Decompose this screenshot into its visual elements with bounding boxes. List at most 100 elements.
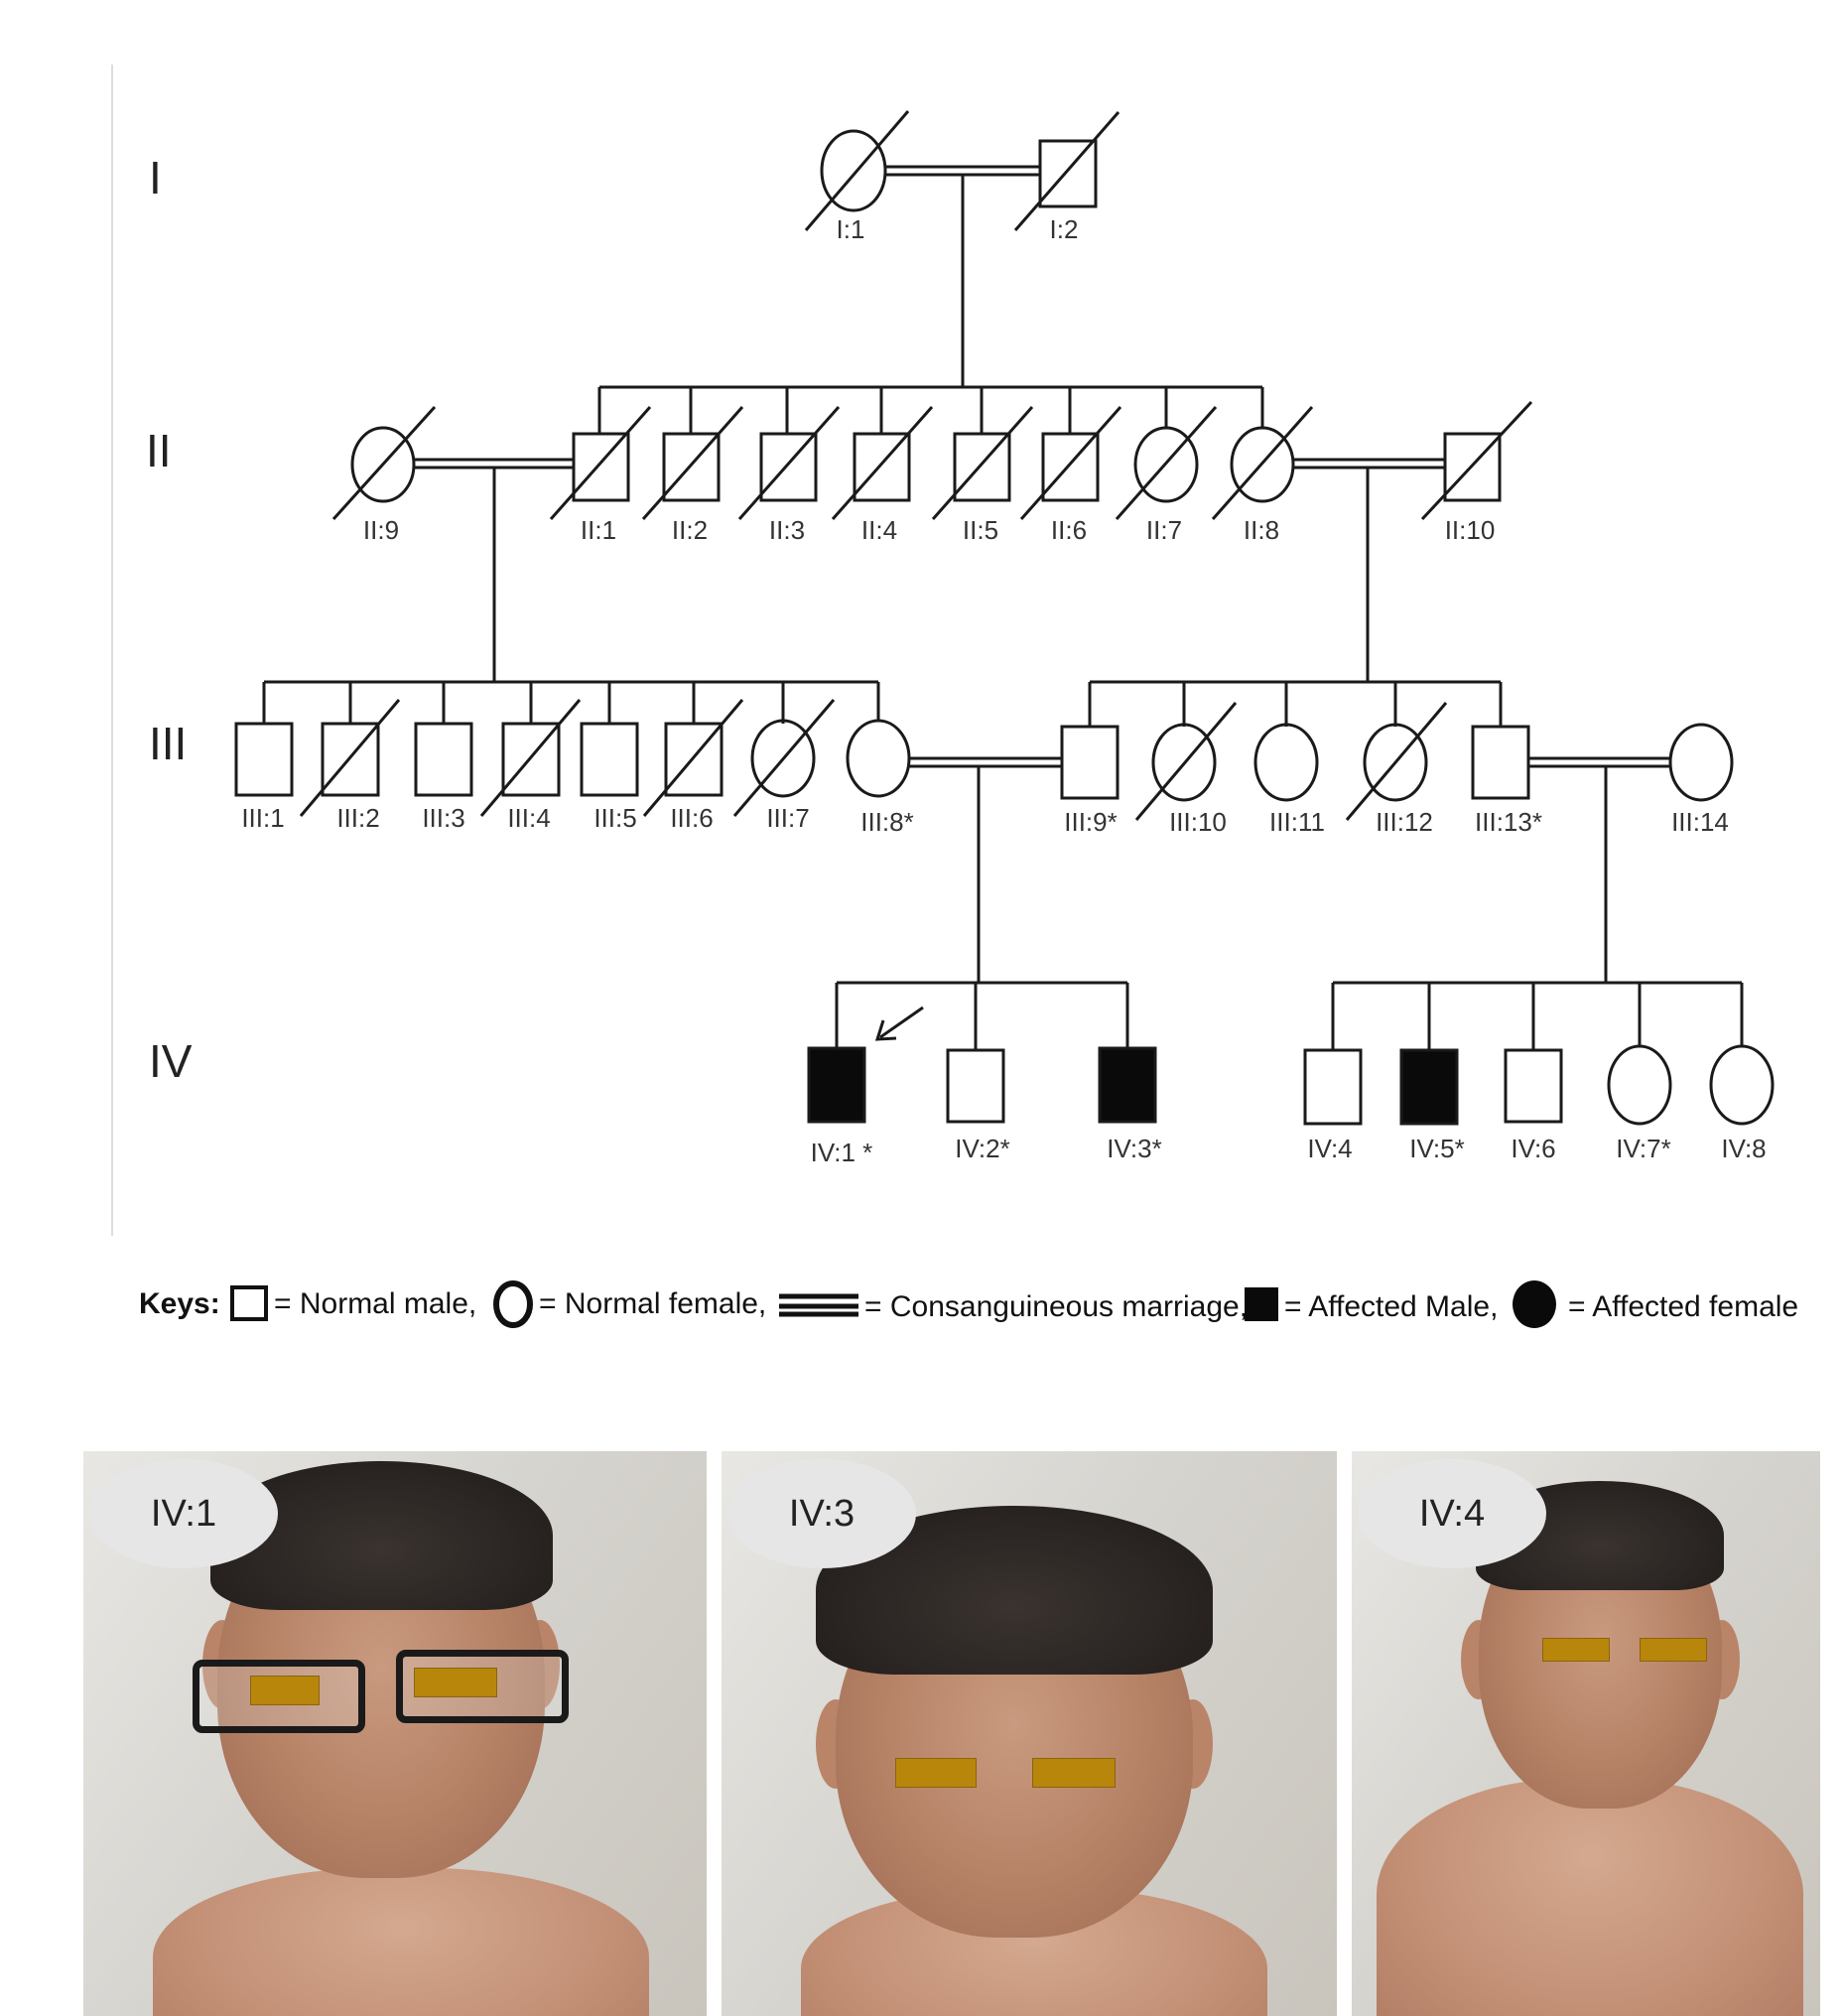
label-III5: III:5 — [593, 803, 636, 833]
individual-IV3-affected — [1098, 1046, 1157, 1124]
generation-label-III: III — [149, 718, 187, 769]
label-II6: II:6 — [1051, 515, 1087, 545]
individual-IV1-affected — [807, 1046, 866, 1124]
label-III3: III:3 — [422, 803, 464, 833]
label-III4: III:4 — [507, 803, 550, 833]
photo-IV3: IV:3 — [722, 1451, 1337, 2016]
legend-title: Keys: — [139, 1287, 220, 1320]
deceased-mark-II1 — [549, 406, 652, 520]
photo-label-IV3: IV:3 — [727, 1459, 916, 1568]
individual-IV6 — [1504, 1048, 1563, 1124]
deceased-mark-II4 — [831, 406, 934, 520]
legend-affected-male-symbol — [1245, 1287, 1278, 1321]
photo-eye-mask-left — [895, 1758, 977, 1788]
label-III2: III:2 — [336, 803, 379, 833]
individual-III3 — [414, 722, 473, 797]
label-II1: II:1 — [581, 515, 616, 545]
individual-III13 — [1471, 725, 1530, 800]
individual-II8 — [1230, 426, 1295, 503]
individual-IV5-affected — [1399, 1048, 1459, 1126]
photo-label-IV4: IV:4 — [1358, 1459, 1546, 1568]
patient-photos: IV:1 IV:3 IV:4 — [83, 1451, 1820, 2016]
deceased-mark-II3 — [737, 406, 841, 520]
deceased-mark-II10 — [1420, 400, 1533, 521]
individual-II4 — [853, 432, 911, 502]
label-II4: II:4 — [861, 515, 897, 545]
individual-III14 — [1668, 723, 1734, 802]
deceased-mark-I1 — [804, 110, 910, 231]
individual-II7 — [1133, 426, 1199, 503]
individual-IV4 — [1303, 1048, 1363, 1126]
legend-affected-female: = Affected female — [1568, 1290, 1798, 1323]
label-III11: III:11 — [1269, 807, 1325, 837]
individual-IV7 — [1607, 1044, 1672, 1126]
individual-III10 — [1151, 723, 1217, 802]
individual-IV8 — [1709, 1044, 1775, 1126]
individual-III7 — [750, 719, 816, 798]
individual-II10 — [1443, 432, 1502, 502]
deceased-mark-II8 — [1211, 406, 1314, 520]
individual-I2 — [1038, 139, 1098, 208]
label-III14: III:14 — [1671, 807, 1729, 837]
label-IV5: IV:5* — [1409, 1134, 1464, 1163]
label-II10: II:10 — [1445, 515, 1496, 545]
deceased-mark-II7 — [1115, 406, 1218, 520]
photo-label-IV1: IV:1 — [89, 1459, 278, 1568]
individual-III6 — [664, 722, 724, 797]
pedigree-chart: I II III IV — [111, 65, 1775, 1236]
photo-torso — [1377, 1779, 1803, 2016]
individual-I1 — [820, 129, 887, 212]
deceased-mark-III12 — [1345, 702, 1448, 821]
label-IV4: IV:4 — [1307, 1134, 1352, 1163]
legend-affected-female-symbol — [1513, 1280, 1556, 1328]
label-III6: III:6 — [670, 803, 713, 833]
label-III10: III:10 — [1169, 807, 1227, 837]
generation-label-I: I — [149, 152, 162, 203]
legend-consanguineous: = Consanguineous marriage, — [864, 1290, 1248, 1323]
label-II9: II:9 — [363, 515, 399, 545]
individual-IV2 — [946, 1048, 1005, 1124]
generation-label-IV: IV — [149, 1035, 193, 1087]
legend: Keys: = Normal male, = Normal female, = … — [139, 1280, 1798, 1328]
photo-torso — [153, 1868, 649, 2016]
individual-III4 — [501, 722, 561, 797]
deceased-mark-II9 — [331, 405, 437, 521]
individual-II9 — [350, 426, 416, 503]
label-IV8: IV:8 — [1721, 1134, 1766, 1163]
individual-III9 — [1060, 725, 1120, 800]
individual-II1 — [572, 432, 630, 502]
label-IV1: IV:1 * — [811, 1138, 873, 1167]
label-II2: II:2 — [672, 515, 708, 545]
deceased-mark-II2 — [641, 406, 744, 520]
label-III7: III:7 — [766, 803, 809, 833]
individual-III8 — [846, 719, 911, 798]
label-III8: III:8* — [860, 807, 913, 837]
legend-normal-male-symbol — [230, 1285, 268, 1321]
label-III1: III:1 — [241, 803, 284, 833]
legend-normal-female: = Normal female, — [539, 1287, 766, 1320]
legend-normal-female-symbol — [493, 1280, 533, 1328]
label-II5: II:5 — [963, 515, 998, 545]
individual-II5 — [953, 432, 1011, 502]
photo-eye-mask-right — [414, 1668, 497, 1697]
label-III9: III:9* — [1064, 807, 1117, 837]
generation-label-II: II — [146, 425, 172, 476]
label-IV2: IV:2* — [955, 1134, 1009, 1163]
individual-III2 — [321, 722, 380, 797]
individual-III1 — [234, 722, 294, 797]
proband-arrow — [879, 1006, 924, 1039]
label-II7: II:7 — [1146, 515, 1182, 545]
label-III12: III:12 — [1376, 807, 1433, 837]
individual-II6 — [1041, 432, 1100, 502]
proband-arrow-head — [874, 1019, 897, 1041]
deceased-mark-III6 — [642, 699, 744, 817]
photo-eye-mask-left — [250, 1676, 320, 1705]
photo-eye-mask-right — [1032, 1758, 1116, 1788]
photo-eye-mask-left — [1542, 1638, 1610, 1662]
photo-IV1: IV:1 — [83, 1451, 707, 2016]
deceased-mark-III10 — [1134, 702, 1238, 821]
label-III13: III:13* — [1475, 807, 1542, 837]
deceased-mark-III4 — [479, 699, 582, 817]
deceased-mark-I2 — [1013, 111, 1120, 231]
individual-II2 — [662, 432, 721, 502]
